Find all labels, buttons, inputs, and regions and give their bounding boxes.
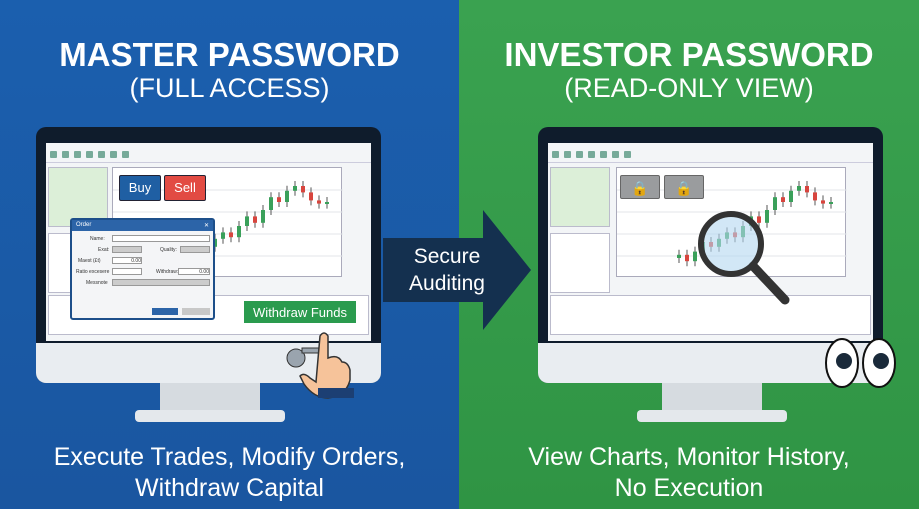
- candle: [805, 186, 809, 193]
- key-icon: [286, 348, 306, 368]
- maest-label: Maest (£t): [78, 258, 101, 264]
- exat-label: Exat:: [98, 247, 110, 253]
- investor-subtitle: (READ-ONLY VIEW): [564, 73, 814, 103]
- market-watch: [550, 167, 610, 227]
- candle: [213, 238, 217, 247]
- buy-button[interactable]: Buy: [119, 175, 161, 201]
- sell-button[interactable]: Sell: [164, 175, 206, 201]
- caption-line: Execute Trades, Modify Orders,: [53, 443, 406, 471]
- order-dialog: Order ✕ Name: Exat: Quality: Maest (£t) 0…: [70, 218, 215, 320]
- arrow-label: Auditing: [409, 272, 485, 295]
- ratio-label: Ratio excesere: [76, 269, 110, 275]
- name-field[interactable]: [112, 235, 210, 242]
- name-label: Name:: [90, 236, 105, 242]
- candle: [685, 254, 689, 262]
- terminal: [550, 295, 871, 335]
- candle: [237, 226, 241, 238]
- candle: [797, 186, 801, 191]
- candle: [269, 197, 273, 210]
- candle: [829, 202, 833, 204]
- lock-icon: 🔒: [620, 175, 660, 199]
- lock-icon: 🔒: [664, 175, 704, 199]
- candle: [781, 197, 785, 202]
- candle: [789, 190, 793, 202]
- candle: [293, 186, 297, 191]
- investor-caption: View Charts, Monitor History, No Executio…: [459, 442, 919, 504]
- candle: [821, 200, 825, 204]
- message-label: Messnote: [86, 280, 108, 286]
- master-panel: MASTER PASSWORD (FULL ACCESS) Buy Sell O…: [0, 0, 459, 509]
- ratio-select[interactable]: [112, 268, 142, 275]
- candle: [261, 210, 265, 223]
- arrow-label: Secure: [414, 245, 481, 268]
- close-icon[interactable]: ✕: [203, 223, 209, 229]
- investor-title: INVESTOR PASSWORD: [504, 36, 874, 73]
- candle: [773, 197, 777, 210]
- caption-line: No Execution: [614, 474, 764, 502]
- exat-select[interactable]: [112, 246, 142, 253]
- investor-panel: INVESTOR PASSWORD (READ-ONLY VIEW) 🔒 🔒 V…: [459, 0, 919, 509]
- candle: [285, 190, 289, 202]
- toolbar: [548, 147, 873, 163]
- caption-line: View Charts, Monitor History,: [528, 443, 850, 471]
- quality-select[interactable]: [180, 246, 210, 253]
- withdraw-label: Withdraw:: [156, 269, 179, 275]
- candle: [309, 192, 313, 201]
- message-field[interactable]: [112, 279, 210, 286]
- candle: [221, 232, 225, 239]
- withdraw-field[interactable]: 0.00: [178, 268, 210, 275]
- candle: [245, 216, 249, 226]
- candle: [277, 197, 281, 202]
- candle: [813, 192, 817, 201]
- candle: [325, 202, 329, 204]
- order-title: Order: [76, 222, 92, 228]
- ok-button[interactable]: [152, 308, 178, 315]
- candle: [757, 216, 761, 223]
- withdraw-funds-button[interactable]: Withdraw Funds: [242, 299, 358, 325]
- eyes-icon: [825, 338, 896, 388]
- candle: [229, 232, 233, 238]
- candle: [301, 186, 305, 193]
- cancel-button[interactable]: [182, 308, 210, 315]
- candle: [765, 210, 769, 223]
- toolbar: [46, 147, 371, 163]
- candle: [677, 254, 681, 258]
- navigator: [550, 233, 610, 293]
- maest-field[interactable]: 0.00: [112, 257, 142, 264]
- quality-label: Quality:: [160, 247, 177, 253]
- master-title: MASTER PASSWORD: [59, 36, 400, 73]
- candle: [693, 251, 697, 262]
- hand-pointer-icon: [286, 332, 354, 399]
- candle: [317, 200, 321, 204]
- secure-auditing-arrow: Secure Auditing: [383, 210, 531, 330]
- caption-line: Withdraw Capital: [135, 474, 324, 502]
- candle: [253, 216, 257, 223]
- magnifier-icon: [698, 211, 790, 305]
- master-subtitle: (FULL ACCESS): [129, 73, 330, 103]
- master-caption: Execute Trades, Modify Orders, Withdraw C…: [0, 442, 459, 504]
